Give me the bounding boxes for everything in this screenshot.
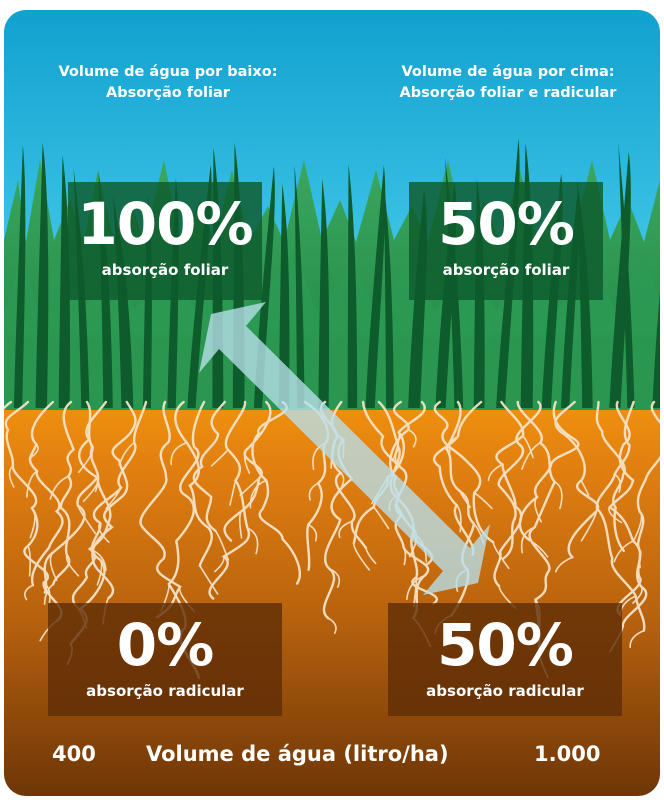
root-strand xyxy=(554,400,600,559)
volume-axis: 400 Volume de água (litro/ha) 1.000 xyxy=(4,742,660,774)
root-strand xyxy=(71,400,112,606)
root-branch xyxy=(613,540,634,563)
root-branch xyxy=(487,463,504,482)
root-strand xyxy=(43,400,108,594)
grass-blade xyxy=(365,165,386,408)
grass-blade xyxy=(652,291,660,408)
root-branch xyxy=(170,441,188,466)
root-branch xyxy=(246,527,259,555)
header-high-line1: Volume de água por cima: xyxy=(401,64,615,80)
root-branch xyxy=(327,617,337,634)
root-branch xyxy=(249,479,268,509)
grass-blade xyxy=(383,182,394,408)
grass-blade xyxy=(318,178,330,408)
root-strand xyxy=(432,400,483,556)
high-foliar-caption: absorção foliar xyxy=(442,261,570,279)
header-low-line1: Volume de água por baixo: xyxy=(58,64,278,80)
high-root-caption: absorção radicular xyxy=(426,682,584,700)
arrow-gradient xyxy=(199,302,490,595)
root-branch xyxy=(455,504,462,533)
high-foliar-percent: 50% xyxy=(438,190,575,258)
root-branch xyxy=(307,523,318,542)
root-branch xyxy=(629,629,645,649)
box-low-foliar: 100% absorção foliar xyxy=(68,182,262,300)
root-strand xyxy=(621,400,660,628)
root-strand xyxy=(518,400,580,542)
root-branch xyxy=(27,545,32,577)
root-strand xyxy=(251,400,301,585)
root-branch xyxy=(214,529,230,561)
root-branch xyxy=(521,442,542,470)
axis-min-label: 400 xyxy=(52,742,96,766)
root-branch xyxy=(49,475,70,500)
root-branch xyxy=(372,506,390,530)
root-strand xyxy=(174,400,213,567)
axis-title: Volume de água (litro/ha) xyxy=(146,742,449,766)
grass-base xyxy=(4,340,660,402)
low-root-percent: 0% xyxy=(116,611,214,679)
infographic-card: Volume de água por baixo: Absorção folia… xyxy=(4,10,660,796)
header-low-line2: Absorção foliar xyxy=(106,85,230,101)
grass-blade xyxy=(294,165,305,408)
root-branch xyxy=(522,435,534,459)
grass-blade xyxy=(618,142,635,408)
grass-blade xyxy=(609,151,631,408)
low-foliar-caption: absorção foliar xyxy=(101,261,229,279)
root-branch xyxy=(118,441,136,466)
root-strand xyxy=(497,400,542,560)
root-branch xyxy=(554,556,574,573)
root-branch xyxy=(43,583,54,605)
root-branch xyxy=(613,473,622,493)
box-high-foliar: 50% absorção foliar xyxy=(409,182,603,300)
root-strand xyxy=(4,400,63,622)
box-high-root: 50% absorção radicular xyxy=(388,603,622,716)
grass-blade xyxy=(13,144,26,408)
root-strand xyxy=(607,400,642,616)
double-arrow-icon xyxy=(199,302,490,595)
root-branch xyxy=(199,564,219,595)
root-strand xyxy=(192,400,226,532)
grass-blade xyxy=(35,142,49,408)
root-strand xyxy=(516,400,557,650)
high-root-percent: 50% xyxy=(437,611,574,679)
root-strand xyxy=(595,400,626,553)
low-root-caption: absorção radicular xyxy=(86,682,244,700)
root-branch xyxy=(338,520,353,539)
root-strand xyxy=(91,400,137,600)
grass-blade xyxy=(278,183,290,408)
root-branch xyxy=(407,428,417,448)
box-low-root: 0% absorção radicular xyxy=(48,603,282,716)
root-strand xyxy=(208,400,251,600)
axis-max-label: 1.000 xyxy=(534,742,601,766)
root-branch xyxy=(473,491,493,510)
low-foliar-percent: 100% xyxy=(77,190,253,258)
root-strand xyxy=(139,400,182,619)
root-strand xyxy=(51,400,75,586)
root-branch xyxy=(308,482,319,501)
root-branch xyxy=(24,584,34,601)
root-strand xyxy=(223,400,272,542)
header-high-volume: Volume de água por cima: Absorção foliar… xyxy=(368,62,648,104)
root-branch xyxy=(553,481,563,510)
grass-blade xyxy=(58,155,70,408)
header-low-volume: Volume de água por baixo: Absorção folia… xyxy=(28,62,308,104)
header-high-line2: Absorção foliar e radicular xyxy=(399,85,617,101)
root-strand xyxy=(493,400,525,588)
root-branch xyxy=(210,449,229,467)
root-strand xyxy=(595,400,646,632)
root-branch xyxy=(528,539,549,558)
root-strand xyxy=(28,400,64,587)
root-strand xyxy=(433,400,495,544)
grass-blade xyxy=(347,164,358,408)
